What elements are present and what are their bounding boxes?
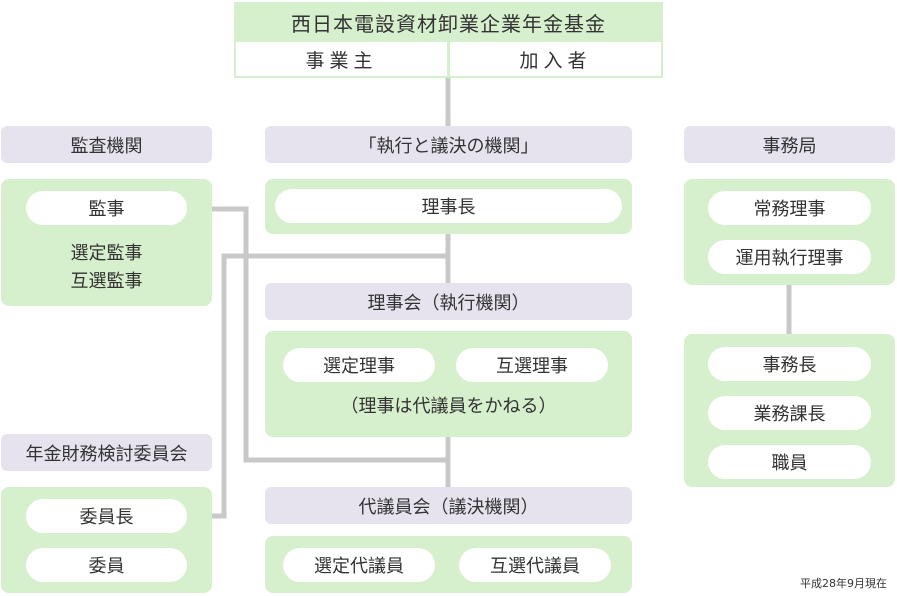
office-manager-pill: 事務長 xyxy=(708,347,871,381)
assembly-member-mutual: 互選代議員 xyxy=(459,548,611,582)
office-label: 事務局 xyxy=(684,126,895,163)
board-member-mutual: 互選理事 xyxy=(456,348,608,382)
connector-committee xyxy=(212,253,448,519)
committee-member-pill: 委員 xyxy=(26,548,187,582)
as-of-date-note: 平成28年9月現在 xyxy=(800,577,887,590)
board-label: 理事会（執行機関） xyxy=(265,283,632,320)
investment-director-pill: 運用執行理事 xyxy=(708,240,871,274)
fund-name: 西日本電設資材卸業企業年金基金 xyxy=(291,11,606,36)
assembly-member-selected: 選定代議員 xyxy=(283,548,435,582)
staff-pill: 職員 xyxy=(708,445,871,479)
chairman-pill: 理事長 xyxy=(275,189,622,223)
audit-label: 監査機関 xyxy=(1,126,212,163)
members-cell: 加入者 xyxy=(450,42,661,76)
managing-director-pill: 常務理事 xyxy=(708,191,871,225)
audit-type-selected: 選定監事 xyxy=(70,243,143,264)
auditor-pill: 監事 xyxy=(26,191,187,225)
employer-cell: 事業主 xyxy=(236,42,447,76)
audit-type-mutual: 互選監事 xyxy=(70,271,143,292)
assembly-label: 代議員会（議決機関） xyxy=(265,487,632,524)
section-chief-pill: 業務課長 xyxy=(708,396,871,430)
connector-auditor xyxy=(212,206,448,463)
board-note: （理事は代議員をかねる） xyxy=(340,396,557,417)
committee-chair-pill: 委員長 xyxy=(26,499,187,533)
board-panel xyxy=(265,331,632,437)
board-member-selected: 選定理事 xyxy=(283,348,435,382)
committee-label: 年金財務検討委員会 xyxy=(1,434,212,471)
exec-label: 「執行と議決の機関」 xyxy=(265,126,632,163)
